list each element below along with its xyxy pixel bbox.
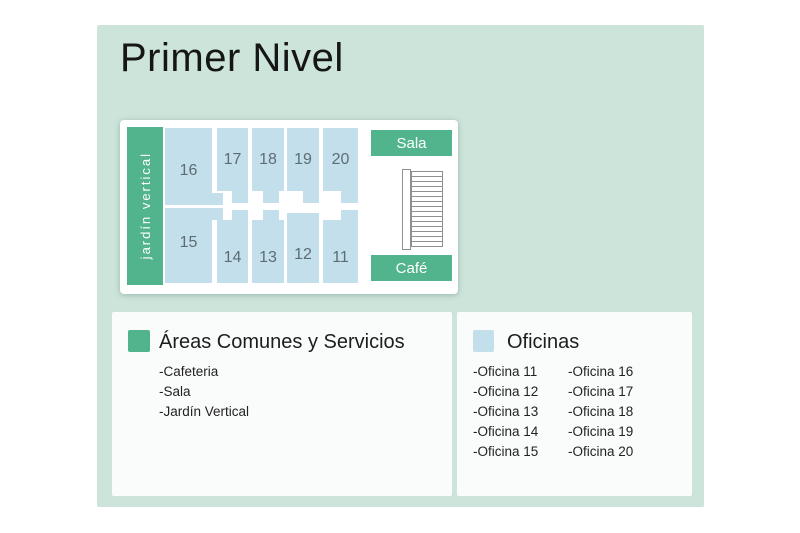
list-item: -Oficina 20 bbox=[568, 444, 634, 459]
legend-common-items: -Cafeteria -Sala -Jardín Vertical bbox=[159, 362, 249, 422]
cafe-room: Café bbox=[371, 255, 452, 281]
sala-label: Sala bbox=[396, 134, 427, 152]
list-item: -Oficina 12 bbox=[473, 384, 539, 399]
office-block-19: 19 bbox=[287, 128, 319, 191]
office-block-20: 20 bbox=[323, 128, 358, 191]
green-swatch-icon bbox=[128, 330, 150, 352]
office-tab-13 bbox=[263, 210, 279, 223]
office-block-16: 16 bbox=[165, 128, 212, 205]
cafe-label: Café bbox=[395, 259, 428, 277]
list-item: -Oficina 17 bbox=[568, 384, 634, 399]
office-tab-16 bbox=[212, 193, 223, 205]
list-item: -Oficina 11 bbox=[473, 364, 538, 379]
list-item: -Oficina 18 bbox=[568, 404, 634, 419]
stairs-icon bbox=[411, 171, 443, 247]
list-item: -Oficina 19 bbox=[568, 424, 634, 439]
office-list-column-1: -Oficina 11 -Oficina 12 -Oficina 13 -Ofi… bbox=[473, 362, 538, 462]
office-block-12: 12 bbox=[287, 213, 319, 283]
office-block-13: 13 bbox=[252, 220, 284, 283]
office-tab-19 bbox=[303, 190, 319, 203]
list-item: -Oficina 16 bbox=[568, 364, 634, 379]
sala-room: Sala bbox=[371, 130, 452, 156]
legend-offices-title: Oficinas bbox=[507, 331, 580, 353]
legend-item-cafeteria: -Cafeteria bbox=[159, 364, 219, 379]
legend-common-areas-panel: Áreas Comunes y Servicios -Cafeteria -Sa… bbox=[112, 312, 452, 496]
office-tab-15 bbox=[212, 208, 223, 220]
office-tab-18 bbox=[263, 190, 279, 203]
office-block-11: 11 bbox=[323, 220, 358, 283]
office-block-14: 14 bbox=[217, 220, 248, 283]
office-tab-17 bbox=[232, 190, 248, 203]
list-item: -Oficina 14 bbox=[473, 424, 539, 439]
legend-item-jardin-vertical: -Jardín Vertical bbox=[159, 404, 250, 419]
office-block-15: 15 bbox=[165, 208, 212, 283]
list-item: -Oficina 13 bbox=[473, 404, 539, 419]
office-list-column-2: -Oficina 16 -Oficina 17 -Oficina 18 -Ofi… bbox=[568, 362, 633, 462]
floor-plan-panel: jardín vertical 16 17 18 19 20 15 14 13 … bbox=[120, 120, 458, 294]
blue-swatch-icon bbox=[473, 330, 494, 352]
office-block-18: 18 bbox=[252, 128, 284, 191]
stairs-stringer-icon bbox=[402, 169, 411, 250]
vertical-garden-label: jardín vertical bbox=[137, 152, 153, 260]
office-tab-14 bbox=[232, 210, 248, 223]
office-tab-20 bbox=[341, 190, 358, 203]
legend-common-title: Áreas Comunes y Servicios bbox=[159, 331, 405, 353]
page-title: Primer Nivel bbox=[120, 36, 344, 80]
office-tab-11 bbox=[341, 210, 358, 223]
vertical-garden-bar: jardín vertical bbox=[127, 127, 163, 285]
office-block-17: 17 bbox=[217, 128, 248, 191]
legend-offices-panel: Oficinas -Oficina 11 -Oficina 12 -Oficin… bbox=[457, 312, 692, 496]
legend-item-sala: -Sala bbox=[159, 384, 191, 399]
list-item: -Oficina 15 bbox=[473, 444, 539, 459]
